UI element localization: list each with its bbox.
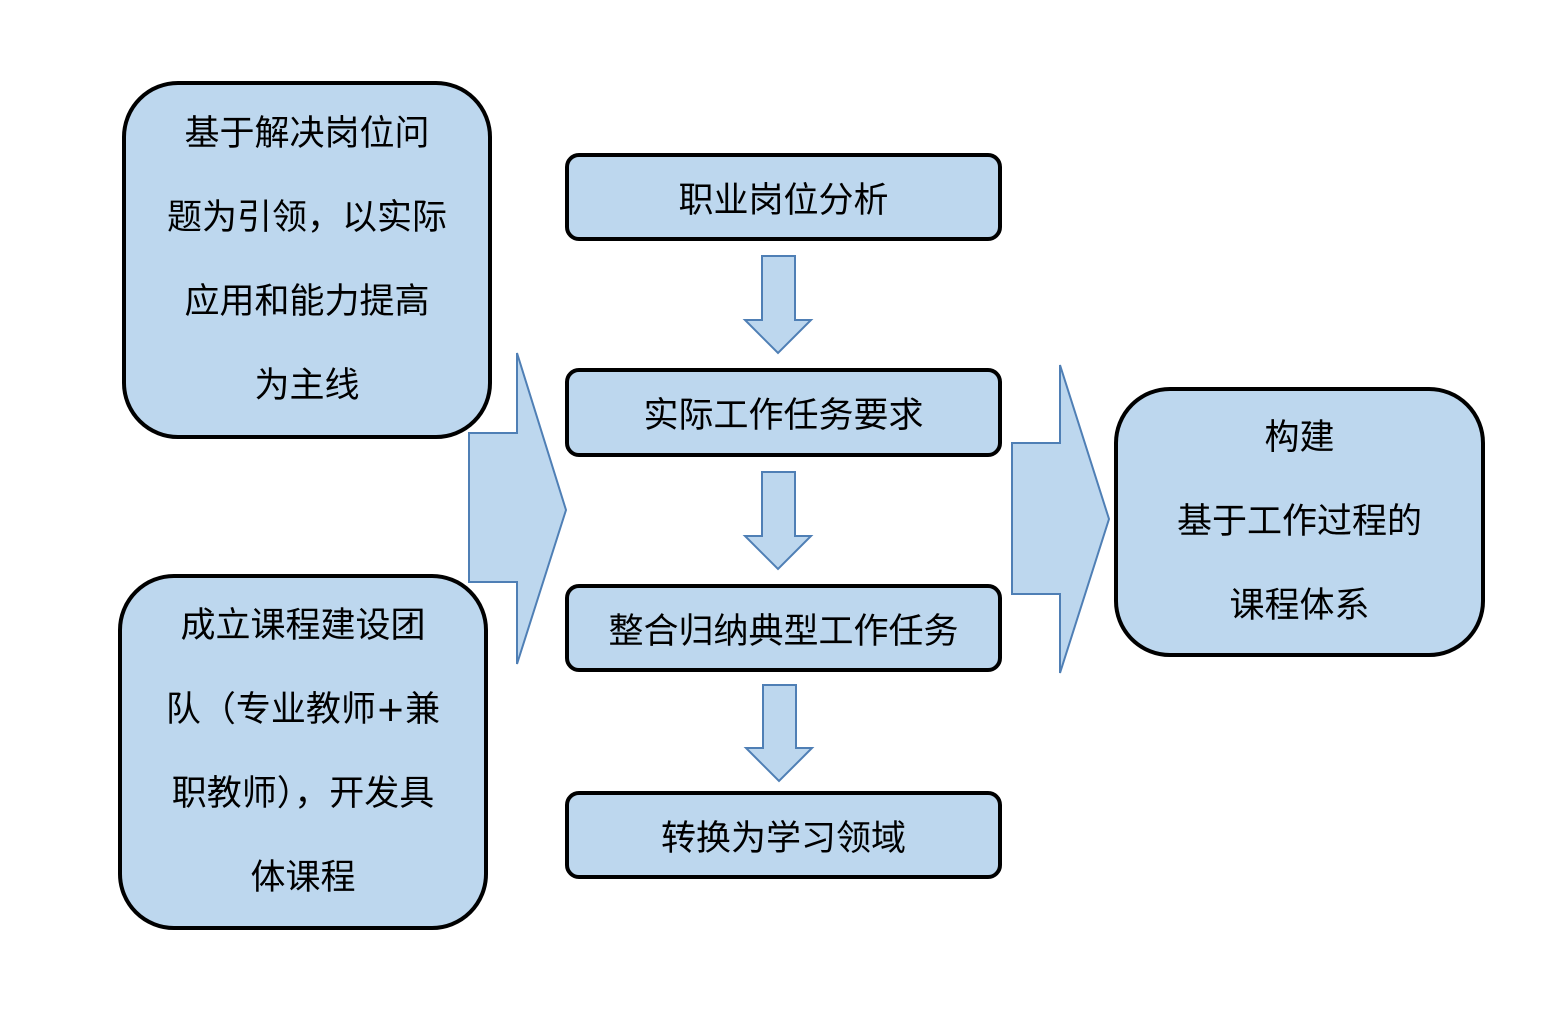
- box-line: 课程体系: [1229, 586, 1370, 626]
- step-task-requirements: 实际工作任务要求: [565, 368, 1002, 457]
- step-label: 职业岗位分析: [678, 180, 889, 221]
- box-line: 基于解决岗位问: [184, 114, 430, 154]
- step-typical-tasks: 整合归纳典型工作任务: [565, 584, 1002, 672]
- box-line: 队（专业教师+兼: [165, 690, 441, 730]
- box-line: 体课程: [250, 858, 356, 898]
- box-curriculum-system: 构建 基于工作过程的 课程体系: [1114, 387, 1485, 657]
- right-arrow-output: [1011, 364, 1111, 674]
- box-line: 应用和能力提高: [184, 282, 430, 322]
- step-label: 整合归纳典型工作任务: [608, 611, 959, 652]
- box-line: 为主线: [254, 366, 360, 406]
- step-label: 实际工作任务要求: [643, 396, 924, 436]
- step-label: 转换为学习领域: [660, 818, 906, 859]
- box-line: 成立课程建设团: [180, 606, 426, 646]
- box-course-team: 成立课程建设团 队（专业教师+兼 职教师），开发具 体课程: [118, 574, 488, 930]
- step-learning-fields: 转换为学习领域: [565, 791, 1002, 879]
- step-job-analysis: 职业岗位分析: [565, 153, 1002, 241]
- box-line: 职教师），开发具: [171, 774, 435, 814]
- box-line: 基于工作过程的: [1176, 502, 1422, 542]
- down-arrow-2: [742, 471, 814, 571]
- box-line: 题为引领，以实际: [166, 198, 447, 238]
- box-guiding-principle: 基于解决岗位问 题为引领，以实际 应用和能力提高 为主线: [122, 81, 492, 439]
- down-arrow-3: [743, 684, 815, 783]
- box-line: 构建: [1264, 418, 1335, 458]
- right-arrow-input: [468, 352, 568, 665]
- down-arrow-1: [742, 255, 814, 355]
